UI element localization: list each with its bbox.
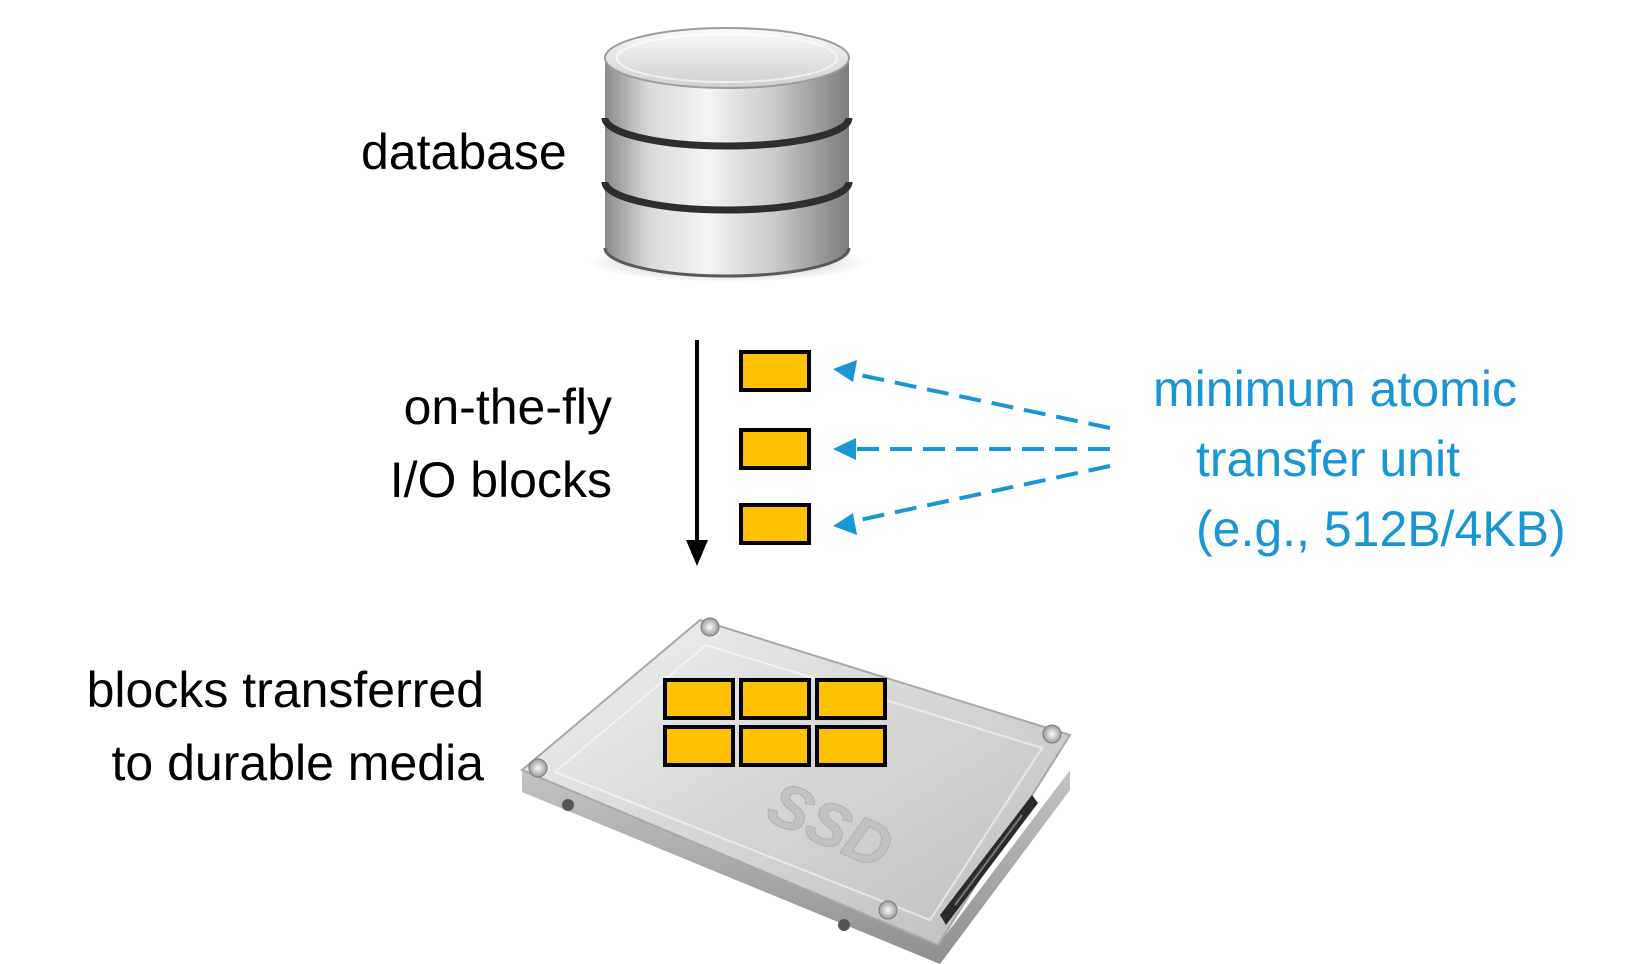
io-blocks-label-line2: I/O blocks: [389, 452, 612, 508]
stored-block: [815, 725, 887, 767]
io-block: [739, 428, 811, 470]
database-cylinder-icon: [588, 27, 868, 282]
stored-block: [815, 678, 887, 720]
data-flow-arrow: [686, 340, 708, 566]
transfer-unit-label-line2: transfer unit: [1196, 431, 1461, 487]
io-block: [739, 350, 811, 392]
io-block: [739, 503, 811, 545]
io-blocks-label-line1: on-the-fly: [403, 379, 612, 435]
stored-block: [663, 725, 735, 767]
transfer-unit-label-line3: (e.g., 512B/4KB): [1196, 501, 1566, 557]
ssd-drive-icon: SSD: [520, 617, 1072, 964]
stored-block: [739, 678, 811, 720]
stored-block: [739, 725, 811, 767]
transfer-unit-pointers: [833, 360, 1111, 535]
on-the-fly-blocks: [739, 350, 811, 545]
transfer-unit-label-line1: minimum atomic: [1153, 361, 1517, 417]
durable-media-label-line1: blocks transferred: [86, 662, 484, 718]
database-label: database: [361, 124, 567, 180]
stored-blocks: [663, 678, 887, 767]
stored-block: [663, 678, 735, 720]
durable-media-label-line2: to durable media: [111, 735, 484, 791]
